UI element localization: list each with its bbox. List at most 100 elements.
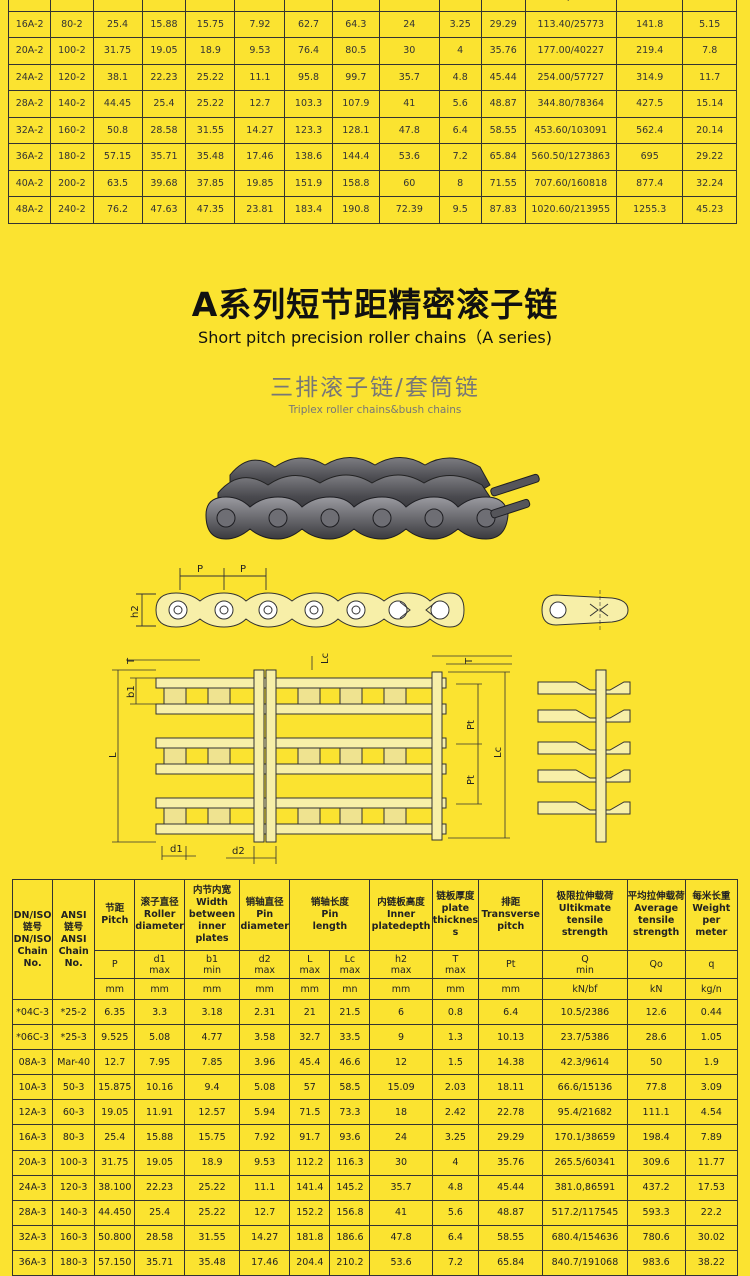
table-cell: 60-3 (52, 1099, 96, 1126)
table-cell: 840.7/191068 (542, 1249, 628, 1276)
table-cell: 42.3/9614 (542, 1049, 628, 1076)
table-cell: 19.05 (141, 37, 187, 65)
table-cell: 3.09 (684, 1074, 739, 1101)
table-cell: 0.44 (684, 998, 739, 1026)
table-cell: 181.8 (289, 1224, 331, 1251)
table-cell: 57.150 (94, 1249, 136, 1276)
table-cell: 30 (379, 37, 440, 65)
table-cell: 08A-3 (11, 1049, 54, 1076)
table-cell: *25-2 (52, 998, 96, 1026)
table-cell: 186.6 (329, 1224, 371, 1251)
table-cell: 103.3 (284, 90, 333, 118)
table-cell: 180-2 (50, 143, 94, 171)
table-cell: 93.6 (329, 1124, 371, 1151)
table-cell: 12.7 (94, 1049, 136, 1076)
table-cell: 50-3 (52, 1074, 96, 1101)
unit-cell: kN (626, 978, 686, 1000)
table-cell: 21.5 (329, 998, 371, 1026)
table-cell: 140-2 (50, 90, 94, 118)
unit-cell: kN/bf (542, 978, 628, 1000)
table-cell: 28.58 (141, 116, 187, 144)
table-cell: *04C-3 (11, 998, 54, 1026)
table-cell: 12A-3 (11, 1099, 54, 1126)
table-cell: 60-2 (50, 0, 94, 12)
table-cell: 44.450 (94, 1199, 136, 1226)
table-cell: 46.6 (329, 1049, 371, 1076)
table-cell: 24 (379, 10, 440, 38)
table-cell: 240-2 (50, 196, 94, 224)
table-cell: 1.9 (684, 1049, 739, 1076)
table-cell: 82.1 (615, 0, 684, 12)
table-cell: 2.42 (431, 1099, 480, 1126)
table-cell: 11.91 (134, 1099, 185, 1126)
table-cell: 190.8 (331, 196, 381, 224)
table-cell: 77.8 (626, 1074, 686, 1101)
unit-cell: mm (478, 978, 544, 1000)
table-cell: 152.2 (289, 1199, 331, 1226)
table-cell: 40A-2 (7, 169, 52, 197)
table-cell: 265.5/60341 (542, 1149, 628, 1176)
table-cell: 28.6 (626, 1024, 686, 1051)
symbol-cell: Qo (626, 950, 686, 979)
table-cell: 48.8 (284, 0, 333, 12)
table-cell: 31.75 (94, 1149, 136, 1176)
table-cell: 35.48 (183, 1249, 241, 1276)
table-cell: 24A-2 (7, 63, 52, 91)
table-cell: 25.4 (94, 1124, 136, 1151)
table-cell: 53.6 (369, 1249, 433, 1276)
table-cell: 37.85 (185, 169, 236, 197)
table-cell: 5.08 (239, 1074, 291, 1101)
table-cell: 7.2 (438, 143, 482, 171)
table-cell: 19.85 (234, 169, 286, 197)
table-cell: 17.53 (684, 1174, 739, 1201)
table-cell: 17.46 (239, 1249, 291, 1276)
table-cell: 12.57 (185, 0, 236, 12)
table-cell: 28.58 (134, 1224, 185, 1251)
table-cell: 57.15 (92, 143, 143, 171)
pitch-label-2: P (240, 564, 246, 575)
table-cell: 14.38 (478, 1049, 544, 1076)
table-cell: 141.4 (289, 1174, 331, 1201)
table-cell: 254.00/57727 (524, 63, 617, 91)
table-cell: 204.4 (289, 1249, 331, 1276)
table-cell: 160-2 (50, 116, 94, 144)
unit-cell: mm (431, 978, 480, 1000)
table-cell: 2.42 (438, 0, 482, 12)
table-cell: 15.14 (682, 90, 737, 118)
table-cell: 36A-3 (11, 1249, 54, 1276)
table-cell: 5.6 (431, 1199, 480, 1226)
t-label-right: T (464, 657, 475, 665)
table-cell: 29.22 (682, 143, 737, 171)
table-cell: 31.55 (185, 116, 236, 144)
table-cell: 5.15 (682, 10, 737, 38)
table-cell: 210.2 (329, 1249, 371, 1276)
table-cell: 198.4 (626, 1124, 686, 1151)
unit-cell: mm (289, 978, 331, 1000)
table-cell: 381.0,86591 (542, 1174, 628, 1201)
table-cell: 50.800 (94, 1224, 136, 1251)
table-cell: 76.4 (284, 37, 333, 65)
lc-label-top: Lc (320, 653, 331, 664)
table-cell: 32A-3 (11, 1224, 54, 1251)
table-cell: 156.8 (329, 1199, 371, 1226)
table-cell: 5.6 (438, 90, 482, 118)
table-cell: 877.4 (615, 169, 684, 197)
table-cell: 80-2 (50, 10, 94, 38)
table-cell: 1.3 (431, 1024, 480, 1051)
table-cell: 57 (289, 1074, 331, 1101)
table-cell: 29.29 (478, 1124, 544, 1151)
table-cell: *25-3 (52, 1024, 96, 1051)
table-cell: 65.84 (478, 1249, 544, 1276)
unit-cell: mm (134, 978, 185, 1000)
table-cell: 50.5 (331, 0, 381, 12)
